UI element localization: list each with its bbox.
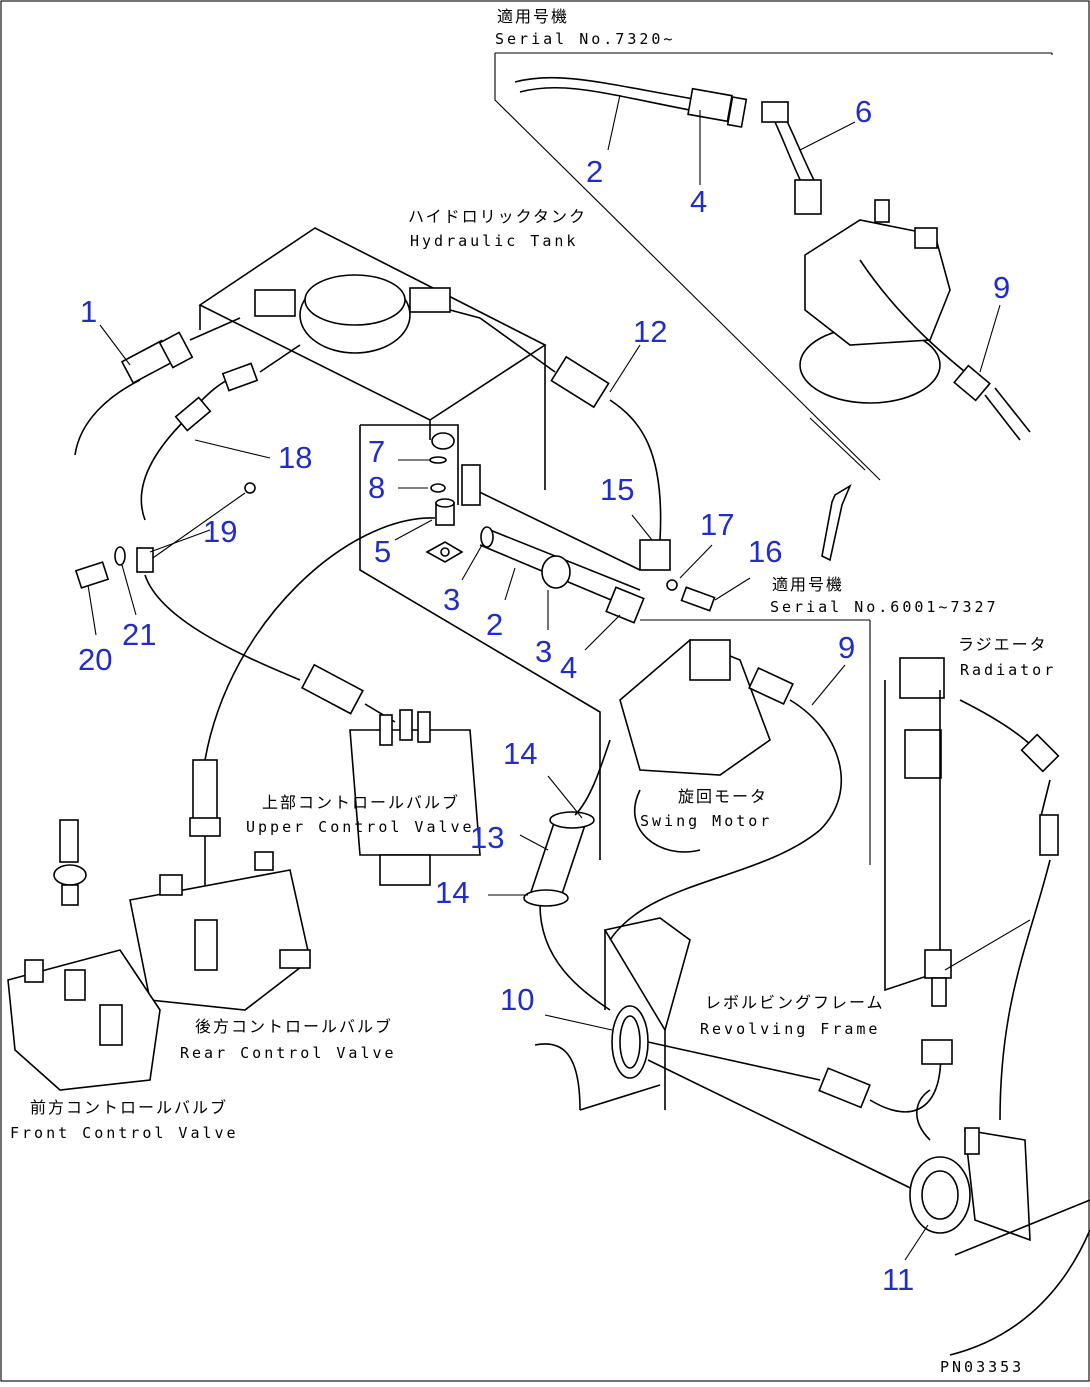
hose-18 [140,344,301,521]
upper-valve-en: Upper Control Valve [246,818,475,836]
swing-motor-top [799,199,1031,441]
callout-12: 12 [633,314,667,349]
serial-top-en: Serial No.7320~ [495,30,675,48]
radiator [884,657,1060,1121]
swing-motor-middle [619,619,871,865]
callout-2-top: 2 [586,154,603,189]
callout-14-bottom: 14 [435,875,469,910]
hose-top-right [514,76,822,215]
callout-7: 7 [368,434,385,469]
hose-to-rear-valve [189,517,436,920]
hose-11-assembly [909,1089,1090,1356]
callout-14-top: 14 [503,736,537,771]
callout-3-middle: 3 [535,634,552,669]
rear-valve-en: Rear Control Valve [180,1044,397,1062]
callout-10: 10 [500,982,534,1017]
callout-15: 15 [600,472,634,507]
callout-5: 5 [374,534,391,569]
rear-valve-jp: 後方コントロールバルブ [195,1017,393,1036]
parts-inset-box [359,424,601,860]
callout-9-top: 9 [993,270,1010,305]
callout-11: 11 [882,1262,914,1297]
callout-21: 21 [122,617,156,652]
upper-control-valve [349,709,481,886]
serial-inset-top [494,52,1053,481]
radiator-jp: ラジエータ [958,635,1048,654]
hydraulic-tank-jp: ハイドロリックタンク [408,207,587,226]
hose-9-middle [609,666,843,941]
rear-control-valve [129,851,311,1011]
hydraulic-tank [198,227,547,490]
hose-to-upper-valve [144,574,396,723]
front-valve-jp: 前方コントロールバルブ [30,1098,228,1117]
callout-4-top: 4 [690,184,707,219]
upper-valve-jp: 上部コントロールバルブ [262,793,460,812]
swing-motor-jp: 旋回モータ [678,787,768,806]
hose-12-15 [479,317,716,612]
callout-9-middle: 9 [838,630,855,665]
serial-inset-mid [809,417,866,562]
callout-18: 18 [278,440,312,475]
front-valve-en: Front Control Valve [10,1124,239,1142]
callout-1: 1 [80,294,97,329]
leader-lines [87,94,1001,1261]
front-control-valve [7,819,161,1091]
pipe-assembly-middle [461,464,645,624]
drawing-number: PN03353 [940,1358,1024,1376]
fittings-19-21 [74,482,256,589]
callout-3-left: 3 [443,582,460,617]
serial-mid-jp: 適用号機 [772,575,844,594]
revolving-frame-en: Revolving Frame [700,1020,880,1038]
callout-16: 16 [748,534,782,569]
callout-19: 19 [203,514,237,549]
revolving-frame [534,917,953,1201]
callout-20: 20 [78,642,112,677]
hydraulic-tank-en: Hydraulic Tank [410,232,578,250]
radiator-en: Radiator [960,661,1056,679]
callout-4-middle: 4 [560,650,577,685]
hose-1 [74,317,241,456]
hose-13 [523,739,611,1011]
swing-motor-en: Swing Motor [640,812,772,830]
callout-2-middle: 2 [486,607,503,642]
callout-8: 8 [368,470,385,505]
callout-6: 6 [855,94,872,129]
callout-17: 17 [700,507,734,542]
revolving-frame-jp: レボルビングフレーム [705,993,885,1012]
serial-mid-en: Serial No.6001~7327 [770,598,999,616]
callout-13: 13 [470,820,504,855]
serial-top-jp: 適用号機 [497,7,569,26]
